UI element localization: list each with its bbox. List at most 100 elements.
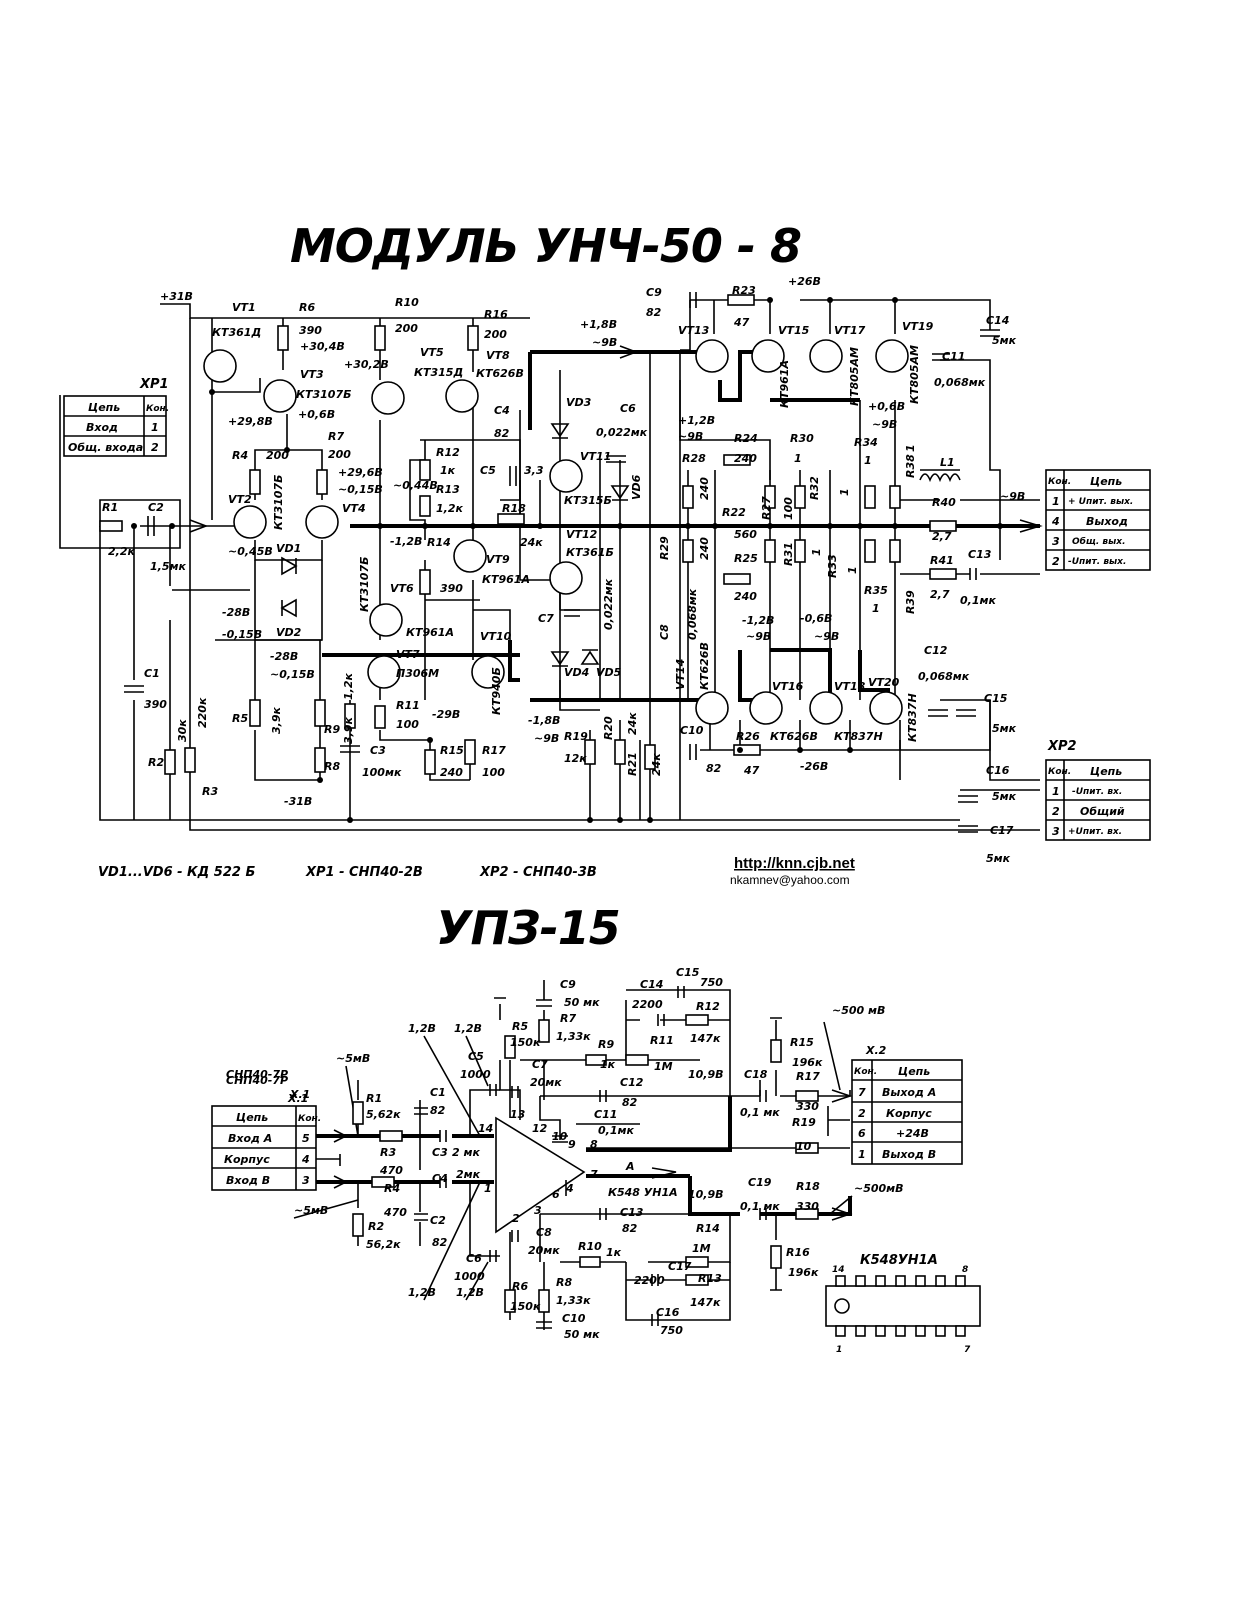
component-label: КТ961А: [482, 573, 530, 586]
component-label: 3,9к: [270, 707, 283, 734]
x2-row3-pin: 6: [858, 1127, 866, 1140]
component-label: 100: [782, 497, 795, 520]
component-label: R23: [732, 284, 756, 297]
chip-pin: [835, 1275, 846, 1287]
component-label: ~500 мВ: [832, 1004, 885, 1017]
component-label: К548 УН1А: [608, 1186, 678, 1199]
component-label: R16: [484, 308, 508, 321]
component-label: 560: [734, 528, 757, 541]
component-label: 47: [743, 764, 760, 777]
component-label: VD4: [564, 666, 589, 679]
component-label: 10,9В: [688, 1068, 724, 1081]
component-label: 14: [478, 1122, 493, 1135]
component-label: 1: [838, 488, 851, 496]
component-label: 470: [383, 1206, 407, 1219]
component-label: 2мк: [456, 1168, 481, 1181]
component-label: 1,2В: [408, 1022, 436, 1035]
component-label: ~9В: [1000, 490, 1025, 503]
component-label: 8: [590, 1138, 598, 1151]
component-label: 0,068мк: [686, 588, 699, 640]
component-label: C3: [432, 1146, 448, 1159]
component-label: VT16: [772, 680, 804, 693]
component-label: 0,068мк: [918, 670, 970, 683]
x1-row2-circuit: Корпус: [224, 1153, 270, 1166]
vt19-symbol: [875, 339, 909, 373]
component-label: VD1: [276, 542, 301, 555]
component-label: 10: [796, 1140, 812, 1153]
component-label: C6: [466, 1252, 482, 1265]
component-label: C11: [942, 350, 965, 363]
chip-pin: [855, 1325, 866, 1337]
website-link[interactable]: http://knn.cjb.net: [734, 855, 855, 872]
component-label: R34: [854, 436, 878, 449]
component-label: 1,5мк: [150, 560, 186, 573]
preamp-wiring: [293, 980, 853, 1330]
component-label: R17: [482, 744, 506, 757]
x2-header-pin: Кон.: [854, 1067, 877, 1077]
chip-pin7: 7: [964, 1345, 971, 1355]
component-label: C4: [494, 404, 510, 417]
component-label: 82: [494, 427, 510, 440]
component-label: 5мк: [992, 790, 1017, 803]
component-label: C18: [744, 1068, 768, 1081]
component-label: ~9В: [678, 430, 703, 443]
component-label: R33: [826, 554, 839, 578]
component-label: 470: [379, 1164, 403, 1177]
component-label: 330: [796, 1200, 819, 1213]
component-label: +1,8В: [580, 318, 617, 331]
footnote-xp2: XP2 - СНП40-3В: [479, 865, 597, 880]
xp2-row3-pin: 3: [1052, 825, 1060, 838]
component-label: 196к: [792, 1056, 823, 1069]
component-label: R16: [786, 1246, 810, 1259]
component-label: 3,3: [524, 464, 544, 477]
component-label: 3,9к: [342, 717, 355, 744]
component-label: R19: [792, 1116, 816, 1129]
vt11-symbol: [549, 459, 583, 493]
component-label: 200: [266, 449, 289, 462]
component-label: -28В: [222, 606, 250, 619]
component-label: R26: [736, 730, 760, 743]
component-label: 1: [872, 602, 880, 615]
component-label: 7: [590, 1168, 598, 1181]
component-label: C16: [986, 764, 1010, 777]
xpout-row4-circuit: -Uпит. вых.: [1068, 557, 1126, 567]
component-label: 1,2В: [454, 1022, 482, 1035]
xpout-row3-pin: 3: [1052, 535, 1060, 548]
component-label: C17: [668, 1260, 692, 1273]
component-label: 750: [700, 976, 723, 989]
component-label: 0,1 мк: [740, 1200, 780, 1213]
chip-pin: [915, 1325, 926, 1337]
amp-signal-paths: [189, 345, 1043, 702]
component-label: R38: [904, 454, 917, 478]
component-label: VT14: [674, 659, 687, 690]
component-label: VD3: [566, 396, 592, 409]
component-label: +0,6В: [868, 400, 905, 413]
component-label: 1,2к: [436, 502, 463, 515]
component-label: VT10: [480, 630, 512, 643]
component-label: R25: [734, 552, 758, 565]
component-label: R27: [760, 496, 773, 520]
component-label: -29В: [432, 708, 460, 721]
xp2-header-pin: Кон.: [1048, 767, 1071, 777]
vt16-symbol: [749, 691, 783, 725]
component-label: R3: [380, 1146, 396, 1159]
email-address[interactable]: nkamnev@yahoo.com: [730, 873, 850, 887]
component-label: 240: [698, 477, 711, 500]
component-label: КТ805АМ: [848, 347, 861, 406]
component-label: ~9В: [592, 336, 617, 349]
component-label: 240: [440, 766, 463, 779]
component-label: R32: [808, 476, 821, 500]
component-label: A: [625, 1160, 635, 1173]
component-label: R6: [512, 1280, 528, 1293]
chip-pin: [875, 1275, 886, 1287]
component-label: 1000: [454, 1270, 485, 1283]
chip-pin: [935, 1325, 946, 1337]
component-label: 2,7: [930, 588, 950, 601]
component-label: VT18: [834, 680, 866, 693]
component-label: R14: [427, 536, 451, 549]
component-label: 6: [552, 1188, 560, 1201]
xpout-row3-circuit: Общ. вых.: [1072, 536, 1126, 547]
component-label: 100: [396, 718, 419, 731]
component-label: 147к: [690, 1032, 721, 1045]
x2-row2-pin: 2: [858, 1107, 866, 1120]
